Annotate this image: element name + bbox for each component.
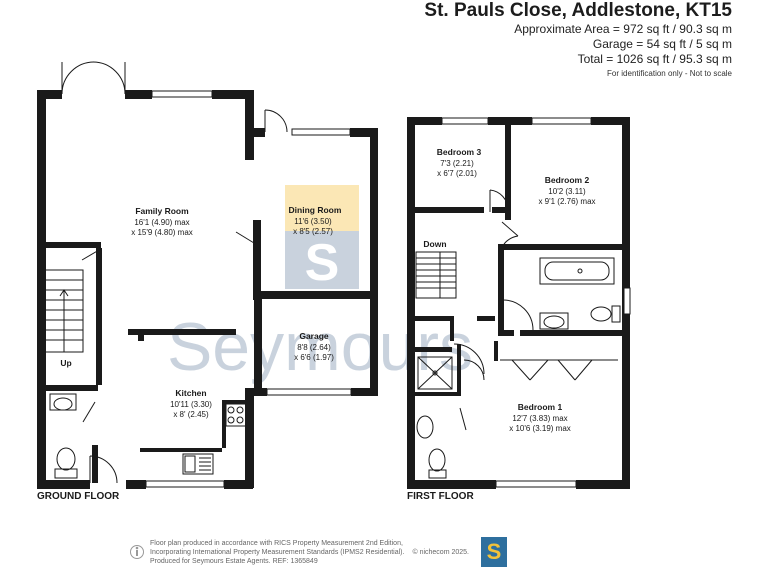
dining-highlight [285,185,359,231]
bedroom1-dim2: x 10'6 (3.19) max [509,424,571,433]
header: St. Pauls Close, Addlestone, KT15 Approx… [424,0,732,80]
approx-area: Approximate Area = 972 sq ft / 90.3 sq m [514,22,732,36]
dining-room-name: Dining Room [289,205,342,215]
garage-dim2: x 6'6 (1.97) [294,353,334,362]
first-floor-label: FIRST FLOOR [407,491,474,502]
footer-copyright: © nichecom 2025. [412,548,469,556]
bedroom2-name: Bedroom 2 [545,175,590,185]
garage-name: Garage [299,331,329,341]
info-person-icon [130,545,144,559]
bedroom3-dim1: 7'3 (2.21) [440,159,474,168]
family-room-dim1: 16'1 (4.90) max [134,218,189,227]
bedroom3-dim2: x 6'7 (2.01) [437,169,477,178]
family-room-dim2: x 15'9 (4.80) max [131,228,193,237]
ground-floor-walls [37,90,378,489]
footer-text: Floor plan produced in accordance with R… [150,539,404,566]
kitchen-dim1: 10'11 (3.30) [170,400,212,409]
bedroom2-dim1: 10'2 (3.11) [548,187,586,196]
dining-room-dim1: 11'6 (3.50) [294,217,332,226]
family-room-name: Family Room [135,206,189,216]
dining-room-dim2: x 8'5 (2.57) [293,227,333,236]
watermark-logo-box [285,231,359,289]
ground-floor-details [44,61,352,488]
footer-line3: Produced for Seymours Estate Agents. REF… [150,557,318,565]
footer-line1: Floor plan produced in accordance with R… [150,539,403,547]
bedroom3-name: Bedroom 3 [437,147,482,157]
ground-floor-label: GROUND FLOOR [37,491,120,502]
garage-area: Garage = 54 sq ft / 5 sq m [592,37,732,51]
down-label: Down [423,239,446,249]
property-title: St. Pauls Close, Addlestone, KT15 [424,0,732,21]
watermark-logo-letter: S [305,234,340,292]
seymours-logo: S [481,537,507,567]
bedroom1-dim1: 12'7 (3.83) max [512,414,567,423]
bedroom1-name: Bedroom 1 [518,402,563,412]
kitchen-name: Kitchen [175,388,206,398]
footer: Floor plan produced in accordance with R… [130,537,507,567]
first-floor-details [415,117,631,488]
scale-note: For identification only - Not to scale [607,69,732,78]
kitchen-dim2: x 8' (2.45) [173,410,209,419]
garage-dim1: 8'8 (2.64) [297,343,331,352]
bedroom2-dim2: x 9'1 (2.76) max [538,197,595,206]
watermark: S Seymours [167,231,473,385]
total-area: Total = 1026 sq ft / 95.3 sq m [577,52,732,66]
up-label: Up [60,358,71,368]
footer-line2: Incorporating International Property Mea… [150,548,405,556]
